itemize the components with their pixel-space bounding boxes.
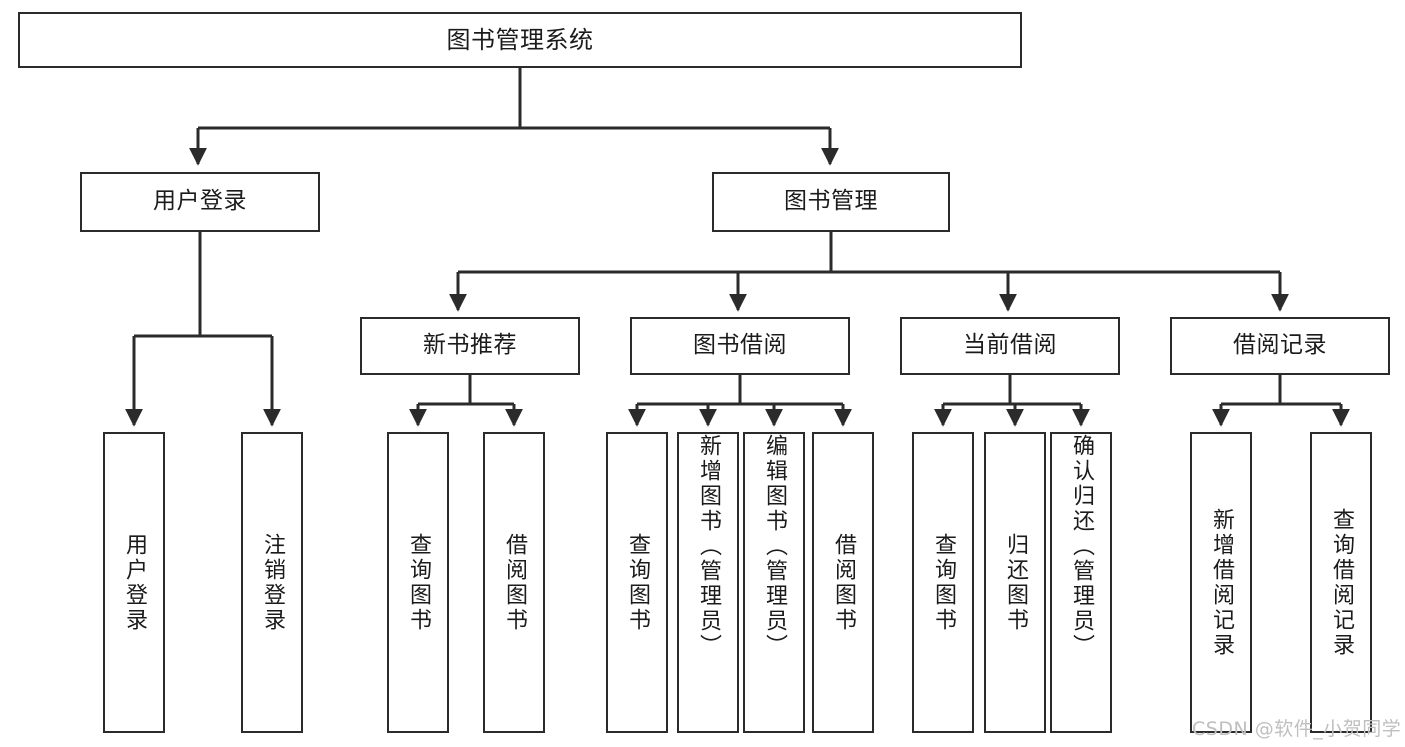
node-label: 借阅图书 [831,532,856,633]
leaf-return-book[interactable]: 归还图书 [984,432,1046,733]
leaf-confirm-return-admin[interactable]: 确认归还（管理员） [1050,432,1112,733]
node-label: 查询图书 [931,532,956,633]
leaf-query-book-borrow[interactable]: 查询图书 [606,432,668,733]
node-current-borrow[interactable]: 当前借阅 [900,317,1120,375]
node-label: 归还图书 [1003,532,1028,633]
node-label: 图书借阅 [693,332,787,359]
watermark-text: CSDN @软件_小贺同学 [1192,718,1402,740]
node-label: 借阅图书 [502,532,527,633]
leaf-add-borrow-record[interactable]: 新增借阅记录 [1190,432,1252,733]
node-label: 用户登录 [153,188,247,215]
node-label: 新增借阅记录 [1209,507,1234,658]
leaf-borrow-book[interactable]: 借阅图书 [812,432,874,733]
node-label: 查询借阅记录 [1329,507,1354,658]
node-book-borrow[interactable]: 图书借阅 [630,317,850,375]
node-label: 图书管理系统 [446,25,594,54]
node-label: 查询图书 [406,532,431,633]
node-label: 新书推荐 [423,332,517,359]
node-label: 编辑图书（管理员） [762,434,787,659]
leaf-logout[interactable]: 注销登录 [241,432,303,733]
node-book-management[interactable]: 图书管理 [712,172,950,232]
leaf-query-book-recommend[interactable]: 查询图书 [387,432,449,733]
leaf-query-borrow-record[interactable]: 查询借阅记录 [1310,432,1372,733]
leaf-edit-book-admin[interactable]: 编辑图书（管理员） [743,432,805,733]
leaf-user-login[interactable]: 用户登录 [103,432,165,733]
node-label: 注销登录 [260,532,285,633]
leaf-borrow-book-recommend[interactable]: 借阅图书 [483,432,545,733]
node-root-system[interactable]: 图书管理系统 [18,12,1022,68]
node-new-book-recommend[interactable]: 新书推荐 [360,317,580,375]
node-label: 新增图书（管理员） [696,434,721,659]
node-borrow-record[interactable]: 借阅记录 [1170,317,1390,375]
leaf-add-book-admin[interactable]: 新增图书（管理员） [677,432,739,733]
node-label: 图书管理 [784,188,878,215]
node-label: 用户登录 [122,532,147,633]
leaf-query-book-current[interactable]: 查询图书 [912,432,974,733]
node-label: 确认归还（管理员） [1069,434,1094,659]
node-user-login[interactable]: 用户登录 [80,172,320,232]
node-label: 借阅记录 [1233,332,1327,359]
node-label: 查询图书 [625,532,650,633]
node-label: 当前借阅 [963,332,1057,359]
